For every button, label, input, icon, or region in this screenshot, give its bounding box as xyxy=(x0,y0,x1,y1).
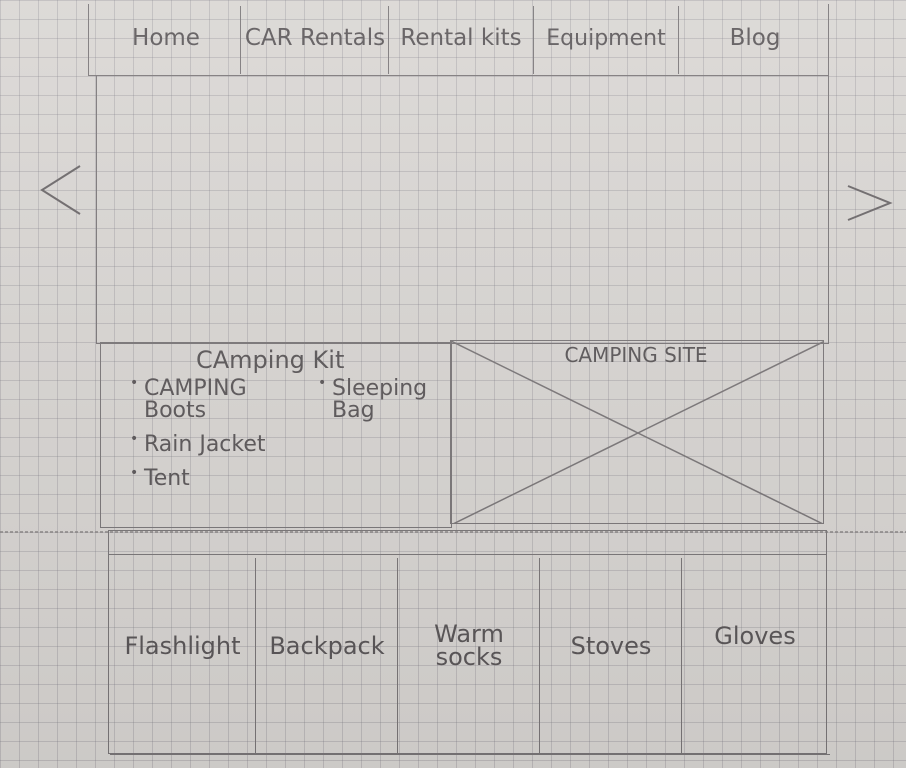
nav-divider xyxy=(678,6,679,74)
nav-home-link[interactable]: Home xyxy=(132,25,200,52)
camping-kit-list: CAMPING Boots Rain Jacket Tent xyxy=(130,376,300,502)
camping-site-image-placeholder: CAMPING SITE xyxy=(450,340,824,524)
camping-kit-panel xyxy=(100,342,452,528)
list-item: CAMPING Boots xyxy=(130,376,264,423)
list-item-label: Rain Jacket xyxy=(144,432,266,457)
page-fold-line xyxy=(0,531,906,533)
list-item-label: Tent xyxy=(144,466,190,491)
nav-equipment-link[interactable]: Equipment xyxy=(546,25,666,51)
equipment-item-backpack[interactable]: Backpack xyxy=(269,631,385,660)
image-placeholder-icon xyxy=(451,341,823,523)
top-nav-bar xyxy=(88,4,829,76)
nav-rental-kits-link[interactable]: Rental kits xyxy=(400,25,522,52)
list-item-label: Sleeping Bag xyxy=(332,376,428,423)
list-item: Rain Jacket xyxy=(130,432,300,457)
equipment-bottom-border xyxy=(110,754,830,755)
equipment-section xyxy=(108,530,827,754)
camping-kit-title: CAmping Kit xyxy=(196,346,345,374)
equipment-divider xyxy=(539,558,540,754)
nav-blog-link[interactable]: Blog xyxy=(729,25,781,52)
equipment-item-warm-socks[interactable]: Warm socks xyxy=(434,620,504,671)
equipment-item-flashlight[interactable]: Flashlight xyxy=(124,631,241,660)
hero-carousel xyxy=(96,76,829,344)
equipment-header-divider xyxy=(108,554,827,555)
chevron-left-icon[interactable] xyxy=(38,160,84,234)
list-item-label: CAMPING Boots xyxy=(144,376,247,423)
equipment-divider xyxy=(397,558,398,754)
nav-car-rentals-link[interactable]: CAR Rentals xyxy=(244,25,386,52)
nav-divider xyxy=(388,6,389,74)
equipment-divider xyxy=(255,558,256,754)
nav-divider xyxy=(533,6,534,74)
list-item: Sleeping Bag xyxy=(318,376,432,423)
chevron-right-icon[interactable] xyxy=(844,175,894,240)
camping-site-label: CAMPING SITE xyxy=(564,343,708,367)
equipment-divider xyxy=(681,558,682,754)
equipment-item-gloves[interactable]: Gloves xyxy=(714,621,796,650)
camping-kit-list-secondary: Sleeping Bag xyxy=(318,376,438,434)
nav-divider xyxy=(240,6,241,74)
equipment-item-stoves[interactable]: Stoves xyxy=(570,631,652,660)
list-item: Tent xyxy=(130,466,300,491)
